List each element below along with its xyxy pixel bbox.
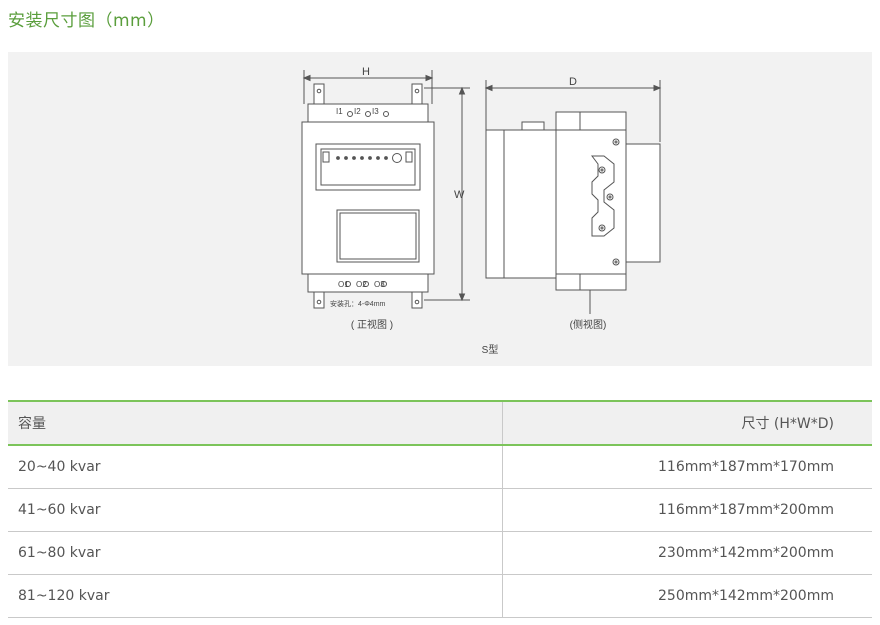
header-capacity: 容量 [8, 400, 503, 446]
mount-hole-note: 安装孔：4-Φ4mm [330, 299, 386, 308]
header-size: 尺寸 (H*W*D) [502, 400, 872, 446]
dim-h-label: H [362, 66, 370, 78]
table-row: 41~60 kvar 116mm*187mm*200mm [8, 488, 872, 532]
dimensions-table: 容量 尺寸 (H*W*D) 20~40 kvar 116mm*187mm*170… [8, 400, 872, 618]
dim-w-label: W [454, 189, 465, 201]
output-label-2: O2 [356, 280, 367, 289]
dimension-diagram: H I1 I2 I3 O1 O2 O3 安装孔：4-Φ4mm W ( 正视图 )… [301, 66, 662, 356]
table-row: 81~120 kvar 250mm*142mm*200mm [8, 574, 872, 618]
front-view-caption: ( 正视图 ) [351, 318, 393, 331]
size-cell: 116mm*187mm*200mm [502, 488, 872, 532]
table-row: 61~80 kvar 230mm*142mm*200mm [8, 531, 872, 575]
size-cell: 230mm*142mm*200mm [502, 531, 872, 575]
table-row: 20~40 kvar 116mm*187mm*170mm [8, 445, 872, 489]
output-label-1: O1 [338, 280, 349, 289]
table-header-row: 容量 尺寸 (H*W*D) [8, 400, 872, 446]
input-label-3: I3 [372, 107, 379, 116]
input-label-1: I1 [336, 107, 343, 116]
size-cell: 116mm*187mm*170mm [502, 445, 872, 489]
input-label-2: I2 [354, 107, 361, 116]
side-view-caption: (侧视图) [570, 318, 607, 331]
output-label-3: O3 [374, 280, 385, 289]
capacity-cell: 41~60 kvar [8, 488, 503, 532]
page-title: 安装尺寸图（mm） [8, 11, 165, 31]
capacity-cell: 20~40 kvar [8, 445, 503, 489]
side-view [484, 80, 662, 314]
model-label: S型 [482, 343, 499, 356]
size-cell: 250mm*142mm*200mm [502, 574, 872, 618]
dim-d-label: D [569, 76, 577, 88]
front-view [301, 70, 470, 309]
installation-drawing: H I1 I2 I3 O1 O2 O3 安装孔：4-Φ4mm W ( 正视图 )… [8, 52, 872, 366]
capacity-cell: 61~80 kvar [8, 531, 503, 575]
capacity-cell: 81~120 kvar [8, 574, 503, 618]
